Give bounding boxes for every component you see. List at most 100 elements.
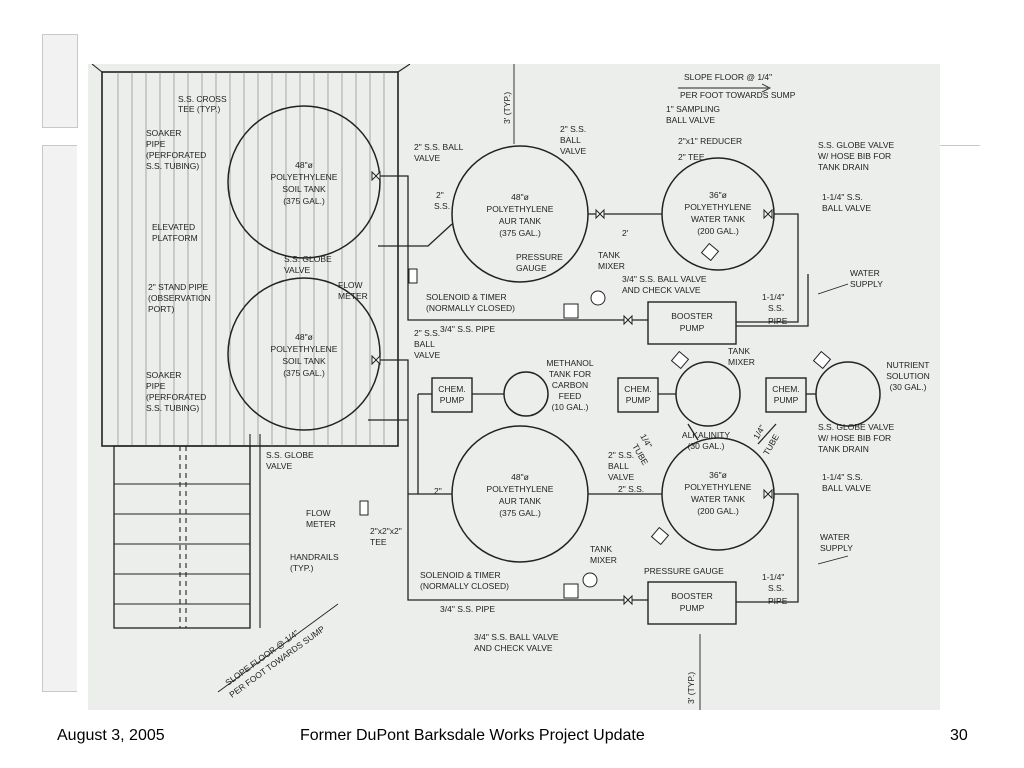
svg-text:AND CHECK VALVE: AND CHECK VALVE	[622, 285, 701, 295]
svg-text:WATER: WATER	[820, 532, 850, 542]
svg-text:WATER: WATER	[850, 268, 880, 278]
check-valve-1	[623, 314, 633, 326]
ball-valve-water-1	[763, 208, 773, 220]
svg-text:(NORMALLY CLOSED): (NORMALLY CLOSED)	[420, 581, 509, 591]
svg-text:(OBSERVATION: (OBSERVATION	[148, 293, 211, 303]
nutrient-tank	[815, 361, 881, 427]
aur-tank-1-label: 48"ø POLYETHYLENE AUR TANK (375 GAL.)	[487, 192, 554, 238]
check-valve-2	[623, 594, 633, 606]
svg-text:METER: METER	[338, 291, 368, 301]
svg-text:TANK FOR: TANK FOR	[549, 369, 591, 379]
svg-text:(375 GAL.): (375 GAL.)	[283, 196, 325, 206]
svg-text:PUMP: PUMP	[774, 395, 799, 405]
svg-text:TANK: TANK	[728, 346, 750, 356]
svg-text:(PERFORATED: (PERFORATED	[146, 392, 206, 402]
svg-text:1-1/4": 1-1/4"	[762, 292, 784, 302]
svg-text:S.S.: S.S.	[434, 201, 450, 211]
svg-text:MIXER: MIXER	[590, 555, 617, 565]
aur-tank-2-label: 48"ø POLYETHYLENE AUR TANK (375 GAL.)	[487, 472, 554, 518]
svg-text:PIPE: PIPE	[768, 596, 788, 606]
nutrient-tank-label: NUTRIENT SOLUTION (30 GAL.)	[886, 360, 929, 392]
slide-decoration-bottom	[42, 145, 77, 692]
svg-text:SOLENOID & TIMER: SOLENOID & TIMER	[426, 292, 507, 302]
svg-text:3' (TYP.): 3' (TYP.)	[686, 672, 696, 704]
piping	[368, 175, 816, 603]
svg-text:TANK DRAIN: TANK DRAIN	[818, 444, 869, 454]
svg-text:48"ø: 48"ø	[511, 472, 529, 482]
svg-text:ALKALINITY: ALKALINITY	[682, 430, 731, 440]
svg-text:1-1/4" S.S.: 1-1/4" S.S.	[822, 472, 863, 482]
ball-valve-1	[371, 170, 381, 182]
svg-text:AUR TANK: AUR TANK	[499, 216, 542, 226]
svg-text:PRESSURE: PRESSURE	[516, 252, 563, 262]
svg-text:FEED: FEED	[559, 391, 582, 401]
soil-tank-1	[227, 105, 381, 259]
svg-text:1-1/4" S.S.: 1-1/4" S.S.	[822, 192, 863, 202]
svg-text:POLYETHYLENE: POLYETHYLENE	[487, 204, 554, 214]
svg-text:S.S.: S.S.	[768, 583, 784, 593]
solenoid-2	[563, 583, 579, 599]
svg-text:1" SAMPLING: 1" SAMPLING	[666, 104, 720, 114]
svg-text:48"ø: 48"ø	[295, 332, 313, 342]
svg-text:S.S. GLOBE VALVE: S.S. GLOBE VALVE	[818, 422, 895, 432]
svg-text:48"ø: 48"ø	[511, 192, 529, 202]
svg-text:S.S. GLOBE VALVE: S.S. GLOBE VALVE	[818, 140, 895, 150]
svg-text:POLYETHYLENE: POLYETHYLENE	[487, 484, 554, 494]
svg-text:SOIL TANK: SOIL TANK	[282, 184, 326, 194]
svg-text:VALVE: VALVE	[414, 350, 440, 360]
footer-title: Former DuPont Barksdale Works Project Up…	[300, 727, 645, 744]
water-tank-1-label: 36"ø POLYETHYLENE WATER TANK (200 GAL.)	[685, 190, 752, 236]
svg-text:2"x1" REDUCER: 2"x1" REDUCER	[678, 136, 742, 146]
svg-text:2" S.S.: 2" S.S.	[414, 328, 440, 338]
svg-text:BALL: BALL	[414, 339, 435, 349]
svg-text:SOLUTION: SOLUTION	[886, 371, 929, 381]
svg-text:PIPE: PIPE	[768, 316, 788, 326]
tank-mixer-2	[670, 350, 690, 370]
booster-pump-2	[647, 581, 737, 625]
svg-text:(375 GAL.): (375 GAL.)	[283, 368, 325, 378]
svg-text:SUPPLY: SUPPLY	[820, 543, 853, 553]
soil-tank-2-label: 48"ø POLYETHYLENE SOIL TANK (375 GAL.)	[271, 332, 338, 378]
svg-text:3/4" S.S. BALL VALVE: 3/4" S.S. BALL VALVE	[622, 274, 707, 284]
booster-pump-1	[647, 301, 737, 345]
ball-valve-2	[371, 354, 381, 366]
svg-text:PUMP: PUMP	[440, 395, 465, 405]
svg-text:POLYETHYLENE: POLYETHYLENE	[685, 482, 752, 492]
svg-text:POLYETHYLENE: POLYETHYLENE	[271, 172, 338, 182]
svg-text:SOIL TANK: SOIL TANK	[282, 356, 326, 366]
svg-text:(30 GAL.): (30 GAL.)	[890, 382, 927, 392]
elevated-platform	[91, 64, 411, 447]
svg-text:AND CHECK VALVE: AND CHECK VALVE	[474, 643, 553, 653]
valves	[359, 170, 832, 606]
svg-text:TEE (TYP.): TEE (TYP.)	[178, 104, 221, 114]
svg-text:S.S.: S.S.	[768, 303, 784, 313]
svg-text:1-1/4": 1-1/4"	[762, 572, 784, 582]
soil-tank-2	[227, 277, 381, 431]
aur-tank-2	[451, 425, 589, 563]
svg-text:2" S.S.: 2" S.S.	[608, 450, 634, 460]
svg-text:3/4" S.S. BALL VALVE: 3/4" S.S. BALL VALVE	[474, 632, 559, 642]
solenoid-1	[563, 303, 579, 319]
svg-text:PLATFORM: PLATFORM	[152, 233, 198, 243]
svg-text:(30 GAL.): (30 GAL.)	[688, 441, 725, 451]
svg-text:PER FOOT TOWARDS SUMP: PER FOOT TOWARDS SUMP	[680, 90, 796, 100]
svg-text:2": 2"	[436, 190, 444, 200]
svg-text:(PERFORATED: (PERFORATED	[146, 150, 206, 160]
svg-text:VALVE: VALVE	[266, 461, 292, 471]
svg-text:CHEM.: CHEM.	[624, 384, 651, 394]
slide-decoration-rule	[940, 145, 980, 146]
svg-text:BALL VALVE: BALL VALVE	[822, 203, 871, 213]
svg-text:SOLENOID & TIMER: SOLENOID & TIMER	[420, 570, 501, 580]
pump-labels: BOOSTER PUMP BOOSTER PUMP CHEM. PUMP CHE…	[438, 311, 799, 613]
svg-text:POLYETHYLENE: POLYETHYLENE	[685, 202, 752, 212]
svg-text:PIPE: PIPE	[146, 139, 166, 149]
svg-text:MIXER: MIXER	[728, 357, 755, 367]
tank-mixer-4	[650, 526, 670, 546]
svg-text:3' (TYP.): 3' (TYP.)	[502, 92, 512, 124]
schematic-drawing: 48"ø POLYETHYLENE SOIL TANK (375 GAL.) 4…	[88, 64, 940, 710]
svg-text:(10 GAL.): (10 GAL.)	[552, 402, 589, 412]
methanol-tank	[503, 371, 549, 417]
svg-text:PUMP: PUMP	[680, 603, 705, 613]
svg-text:CHEM.: CHEM.	[438, 384, 465, 394]
svg-text:(375 GAL.): (375 GAL.)	[499, 228, 541, 238]
